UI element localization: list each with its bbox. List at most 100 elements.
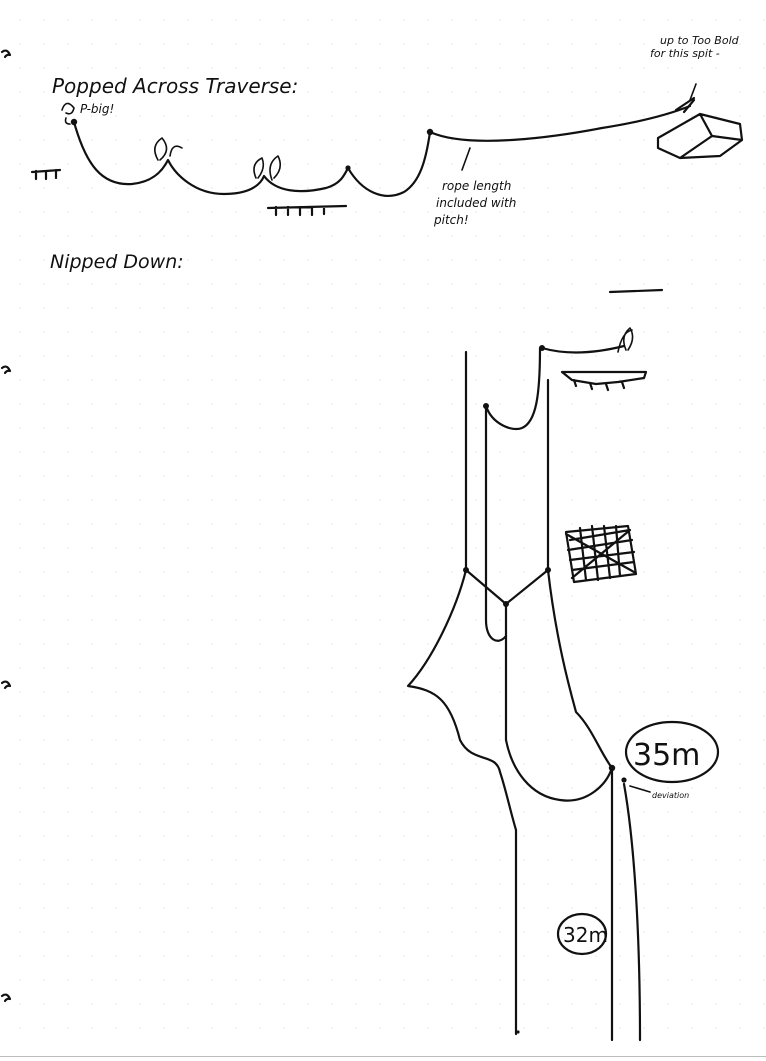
grid-dot <box>283 739 285 741</box>
grid-dot <box>91 235 93 237</box>
grid-dot <box>163 451 165 453</box>
grid-dot <box>643 859 645 861</box>
grid-dot <box>67 163 69 165</box>
grid-dot <box>211 643 213 645</box>
grid-dot <box>763 547 765 549</box>
grid-dot <box>427 523 429 525</box>
grid-dot <box>115 883 117 885</box>
grid-dot <box>691 67 693 69</box>
grid-dot <box>307 451 309 453</box>
grid-dot <box>403 1003 405 1005</box>
grid-dot <box>115 43 117 45</box>
grid-dot <box>19 1027 21 1029</box>
grid-dot <box>403 691 405 693</box>
grid-dot <box>307 979 309 981</box>
grid-dot <box>499 355 501 357</box>
grid-dot <box>715 355 717 357</box>
grid-dot <box>331 499 333 501</box>
grid-dot <box>547 931 549 933</box>
grid-dot <box>643 955 645 957</box>
grid-dot <box>763 91 765 93</box>
grid-dot <box>91 763 93 765</box>
grid-dot <box>715 931 717 933</box>
grid-dot <box>595 307 597 309</box>
grid-dot <box>355 355 357 357</box>
grid-dot <box>19 595 21 597</box>
grid-dot <box>307 715 309 717</box>
grid-dot <box>475 427 477 429</box>
grid-dot <box>691 787 693 789</box>
grid-dot <box>187 571 189 573</box>
grid-dot <box>523 763 525 765</box>
grid-dot <box>619 643 621 645</box>
grid-dot <box>19 643 21 645</box>
grid-dot <box>187 835 189 837</box>
grid-dot <box>139 379 141 381</box>
grid-dot <box>331 883 333 885</box>
grid-dot <box>691 835 693 837</box>
grid-dot <box>355 979 357 981</box>
grid-dot <box>475 259 477 261</box>
grid-dot <box>595 163 597 165</box>
grid-dot <box>691 931 693 933</box>
grid-dot <box>211 403 213 405</box>
grid-dot <box>403 355 405 357</box>
grid-dot <box>235 907 237 909</box>
grid-dot <box>163 91 165 93</box>
grid-dot <box>619 979 621 981</box>
grid-dot <box>163 715 165 717</box>
grid-dot <box>115 787 117 789</box>
grid-dot <box>19 43 21 45</box>
grid-dot <box>475 859 477 861</box>
grid-dot <box>499 811 501 813</box>
grid-dot <box>187 715 189 717</box>
arrow-to-block <box>674 96 696 114</box>
grid-dot <box>139 787 141 789</box>
grid-dot <box>283 619 285 621</box>
grid-dot <box>499 67 501 69</box>
right-lower-wall <box>622 782 642 1042</box>
grid-dot <box>643 763 645 765</box>
grid-dot <box>235 811 237 813</box>
grid-dot <box>259 283 261 285</box>
grid-dot <box>139 187 141 189</box>
grid-dot <box>355 499 357 501</box>
grid-dot <box>139 571 141 573</box>
grid-dot <box>139 619 141 621</box>
grid-dot <box>187 19 189 21</box>
grid-dot <box>403 619 405 621</box>
grid-dot <box>235 115 237 117</box>
grid-dot <box>667 571 669 573</box>
grid-dot <box>211 355 213 357</box>
grid-dot <box>259 451 261 453</box>
grid-dot <box>19 187 21 189</box>
grid-dot <box>379 835 381 837</box>
grid-dot <box>211 571 213 573</box>
grid-dot <box>691 619 693 621</box>
grid-dot <box>667 547 669 549</box>
grid-dot <box>451 1003 453 1005</box>
grid-dot <box>259 859 261 861</box>
grid-dot <box>19 403 21 405</box>
grid-dot <box>547 163 549 165</box>
grid-dot <box>163 691 165 693</box>
grid-dot <box>163 979 165 981</box>
grid-dot <box>259 787 261 789</box>
grid-dot <box>739 427 741 429</box>
grid-dot <box>523 1027 525 1029</box>
grid-dot <box>691 283 693 285</box>
grid-dot <box>43 547 45 549</box>
shaft-wall-right <box>546 568 614 770</box>
grid-dot <box>43 19 45 21</box>
grid-dot <box>283 955 285 957</box>
grid-dot <box>619 475 621 477</box>
grid-dot <box>211 283 213 285</box>
grid-dot <box>643 307 645 309</box>
grid-dot <box>283 379 285 381</box>
grid-dot <box>763 787 765 789</box>
grid-dot <box>115 667 117 669</box>
grid-dot <box>67 979 69 981</box>
grid-dot <box>355 859 357 861</box>
grid-dot <box>379 1027 381 1029</box>
grid-dot <box>499 547 501 549</box>
